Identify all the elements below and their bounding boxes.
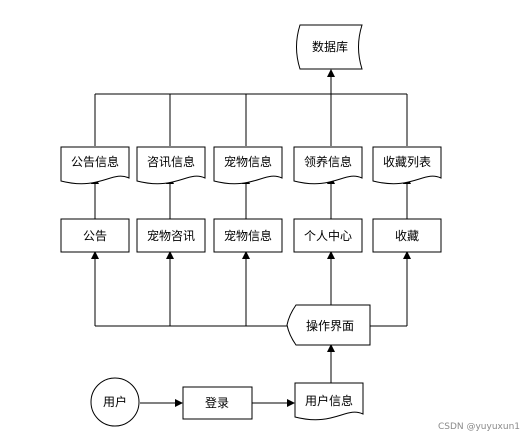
- login-node: 登录: [182, 386, 253, 420]
- proc-announcement: 公告: [60, 218, 130, 253]
- user-info-node: 用户信息: [294, 382, 364, 421]
- login-label: 登录: [205, 395, 229, 410]
- proc-pet-info: 宠物信息: [213, 218, 283, 253]
- proc-pet-news-label: 宠物咨讯: [147, 228, 195, 243]
- doc-news-info-label: 咨讯信息: [147, 154, 195, 169]
- operation-interface-node: 操作界面: [286, 304, 371, 346]
- operation-interface-label: 操作界面: [306, 318, 354, 333]
- proc-personal-center-label: 个人中心: [304, 228, 352, 243]
- user-node: 用户: [90, 377, 140, 427]
- proc-personal-center: 个人中心: [293, 218, 363, 253]
- doc-favorites-list-label: 收藏列表: [383, 155, 431, 169]
- doc-pet-info-label: 宠物信息: [224, 154, 272, 169]
- proc-announcement-label: 公告: [83, 229, 107, 243]
- proc-favorites-label: 收藏: [395, 229, 419, 243]
- database-node: 数据库: [296, 24, 363, 70]
- user-label: 用户: [103, 394, 127, 409]
- doc-adoption-info: 领养信息: [293, 146, 363, 185]
- user-info-label: 用户信息: [305, 393, 353, 408]
- doc-announcement-info-label: 公告信息: [71, 154, 119, 169]
- proc-pet-news: 宠物咨讯: [136, 218, 206, 253]
- proc-pet-info-label: 宠物信息: [224, 228, 272, 243]
- doc-adoption-info-label: 领养信息: [304, 154, 352, 169]
- doc-announcement-info: 公告信息: [60, 146, 130, 185]
- proc-favorites: 收藏: [372, 218, 442, 253]
- database-label: 数据库: [312, 39, 348, 54]
- doc-pet-info: 宠物信息: [213, 146, 283, 185]
- watermark-text: CSDN @yuyuxun1: [438, 422, 520, 432]
- doc-favorites-list: 收藏列表: [372, 146, 442, 185]
- doc-news-info: 咨讯信息: [136, 146, 206, 185]
